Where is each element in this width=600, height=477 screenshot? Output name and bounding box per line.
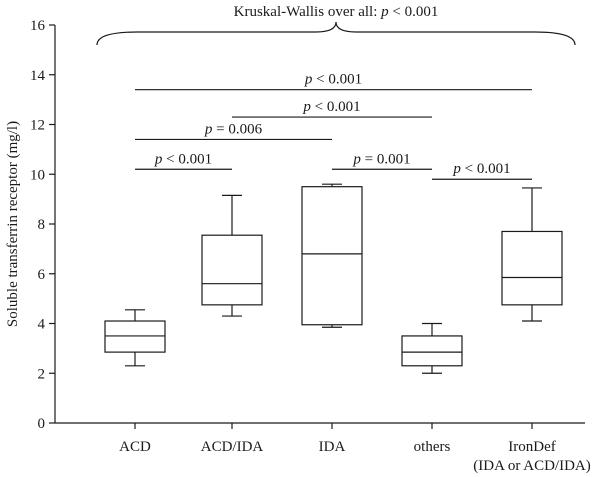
comparison-3: p < 0.001 — [135, 151, 232, 170]
comparison-label-p-value: < 0.001 — [162, 151, 212, 167]
y-tick-label: 12 — [30, 118, 45, 134]
y-tick-label: 4 — [38, 317, 46, 333]
comparison-label-p-symbol: p — [204, 121, 213, 137]
comparison-label: p = 0.001 — [352, 151, 410, 167]
y-tick-label: 6 — [38, 267, 46, 283]
comparison-label: p < 0.001 — [154, 151, 212, 167]
comparison-2: p = 0.006 — [135, 121, 332, 141]
x-tick-label: others — [414, 439, 451, 455]
comparison-5: p < 0.001 — [432, 161, 532, 180]
y-tick-label: 0 — [38, 416, 46, 432]
y-tick-label: 16 — [30, 18, 46, 34]
comparison-label-p-symbol: p — [304, 72, 313, 88]
box-ACD — [104, 309, 166, 367]
comparison-label-p-symbol: p — [154, 151, 163, 167]
x-tick-label: IronDef — [508, 439, 555, 455]
iqr-box — [201, 234, 263, 306]
comparison-label: p < 0.001 — [302, 99, 360, 115]
overall-brace — [96, 21, 576, 46]
comparison-label-p-value: = 0.001 — [361, 151, 411, 167]
overall-test: Kruskal-Wallis over all: p < 0.001 — [96, 4, 576, 46]
comparison-label-p-symbol: p — [452, 161, 461, 177]
y-tick-label: 8 — [38, 217, 46, 233]
y-tick-label: 10 — [30, 167, 45, 183]
comparison-label: p < 0.001 — [304, 72, 362, 88]
y-tick-label: 14 — [30, 68, 46, 84]
comparison-label-p-value: = 0.006 — [212, 121, 262, 137]
box-ACD/IDA — [201, 194, 263, 317]
comparison-1: p < 0.001 — [232, 99, 432, 118]
iqr-box — [501, 230, 563, 306]
boxes — [104, 183, 563, 374]
iqr-box — [301, 186, 363, 326]
y-tick-label: 2 — [38, 366, 46, 382]
comparison-4: p = 0.001 — [332, 151, 432, 170]
overall-test-label: Kruskal-Wallis over all: p < 0.001 — [234, 4, 439, 20]
overall-test-label-p-value: < 0.001 — [389, 4, 439, 20]
x-tick-label-line2: (IDA or ACD/IDA) — [473, 458, 591, 474]
x-tick-label: IDA — [319, 439, 346, 455]
comparison-label-p-value: < 0.001 — [312, 72, 362, 88]
box-IronDef — [501, 187, 563, 322]
x-tick-label: ACD/IDA — [201, 439, 264, 455]
box-IDA — [301, 183, 363, 328]
comparison-label: p < 0.001 — [452, 161, 510, 177]
overall-test-label-prefix: Kruskal-Wallis over all: — [234, 4, 382, 20]
comparison-label-p-value: < 0.001 — [311, 99, 361, 115]
box-others — [401, 322, 463, 374]
iqr-box — [401, 335, 463, 367]
comparison-label: p = 0.006 — [204, 121, 263, 137]
comparison-label-p-value: < 0.001 — [461, 161, 511, 177]
x-tick-label: ACD — [119, 439, 151, 455]
comparison-label-p-symbol: p — [302, 99, 311, 115]
overall-test-label-p-symbol: p — [380, 4, 389, 20]
y-axis-label: Soluble transferrin receptor (mg/l) — [5, 121, 21, 327]
comparison-0: p < 0.001 — [135, 72, 532, 91]
comparison-label-p-symbol: p — [352, 151, 361, 167]
iqr-box — [104, 320, 166, 353]
